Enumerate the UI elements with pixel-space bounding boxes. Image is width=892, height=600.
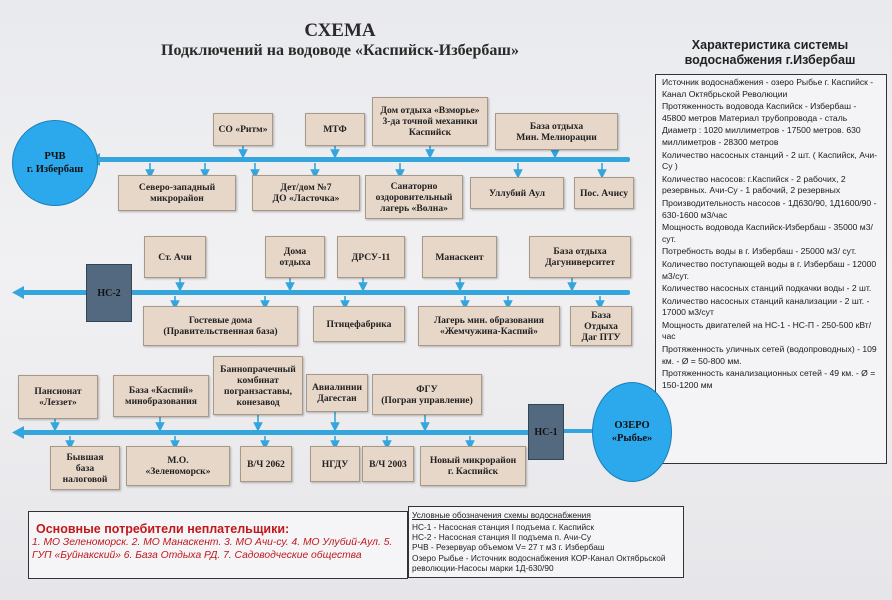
legend-list: НС-1 - Насосная станция I подъема г. Кас… bbox=[412, 522, 682, 573]
consumer-box: СО «Ритм» bbox=[213, 113, 273, 146]
characteristic-item: Производительность насосов - 1Д630/90, 1… bbox=[662, 197, 877, 220]
characteristic-item: Источник водоснабжения - озеро Рыбье г. … bbox=[662, 77, 874, 99]
debtors-list: 1. МО Зеленоморск. 2. МО Манаскент. 3. М… bbox=[32, 537, 393, 561]
consumer-box: База «Каспий» минобразования bbox=[113, 375, 209, 417]
legend-item: НС-2 - Насосная станция II подъема п. Ач… bbox=[412, 532, 591, 543]
diagram-subtitle: Подключений на водоводе «Каспийск-Изберб… bbox=[161, 42, 519, 59]
characteristic-item: Количество насосных станций подкачки вод… bbox=[662, 283, 872, 294]
characteristic-item: Потребность воды в г. Избербаш - 25000 м… bbox=[662, 246, 857, 257]
consumer-box: Лагерь мин. образования «Жемчужина-Каспи… bbox=[418, 306, 560, 346]
legend-item: Озеро Рыбье - Источник водоснабжения КОР… bbox=[412, 552, 666, 573]
legend-title: Условные обозначения схемы водоснабжения bbox=[412, 510, 591, 520]
consumer-box: Авиалинии Дагестан bbox=[306, 374, 368, 412]
consumer-box: Пос. Ачису bbox=[574, 177, 634, 209]
characteristic-item: Протяженность уличных сетей (водопроводн… bbox=[662, 344, 877, 366]
consumer-box: Уллубий Аул bbox=[470, 177, 564, 209]
characteristic-item: Протяженность водовода Каспийск - Изберб… bbox=[662, 101, 857, 123]
consumer-box: Манаскент bbox=[422, 236, 497, 278]
diagram-title: СХЕМА bbox=[304, 20, 376, 41]
consumer-box: ДРСУ-11 bbox=[337, 236, 405, 278]
legend-item: РЧВ - Резервуар объемом V= 27 т м3 г. Из… bbox=[412, 542, 605, 553]
characteristic-item: Количество насосных станций канализации … bbox=[662, 295, 870, 318]
consumer-box: Дом отдыха «Взморье» 3-да точной механик… bbox=[372, 97, 488, 146]
pipe-arrowhead bbox=[12, 286, 24, 299]
consumer-box: Гостевые дома (Правительственная база) bbox=[143, 306, 298, 346]
legend-panel bbox=[408, 506, 684, 578]
consumer-box: Санаторно оздоровительный лагерь «Волна» bbox=[365, 175, 463, 219]
pipe-arrowhead bbox=[12, 426, 24, 439]
characteristics-title: Характеристика системы водоснабжения г.И… bbox=[684, 38, 856, 67]
pipeline-row-2 bbox=[18, 290, 630, 295]
pump-station-ns2: НС-2 bbox=[86, 264, 132, 322]
rchv-reservoir-node: РЧВ г. Избербаш bbox=[12, 120, 98, 206]
consumer-box: База Отдыха Даг ПТУ bbox=[570, 306, 632, 346]
consumer-box: Ст. Ачи bbox=[144, 236, 206, 278]
consumer-box: НГДУ bbox=[310, 446, 360, 482]
consumer-box: Птицефабрика bbox=[313, 306, 405, 342]
consumer-box: Дет/дом №7 ДО «Ласточка» bbox=[252, 175, 360, 211]
consumer-box: База отдыха Дагуниверситет bbox=[529, 236, 631, 278]
characteristics-panel: Источник водоснабжения - озеро Рыбье г. … bbox=[655, 74, 887, 464]
consumer-box: ФГУ (Погран управление) bbox=[372, 374, 482, 415]
consumer-box: В/Ч 2062 bbox=[240, 446, 292, 482]
characteristic-item: Диаметр : 1020 миллиметров - 17500 метро… bbox=[662, 125, 861, 147]
pump-station-ns1: НС-1 bbox=[528, 404, 564, 460]
consumer-box: Северо-западный микрорайон bbox=[118, 175, 236, 211]
characteristic-item: Количество насосов: г.Каспийск - 2 рабоч… bbox=[662, 173, 846, 196]
legend-item: НС-1 - Насосная станция I подъема г. Кас… bbox=[412, 522, 594, 532]
consumer-box: Бывшая база налоговой bbox=[50, 446, 120, 490]
consumer-box: Дома отдыха bbox=[265, 236, 325, 278]
characteristic-item: Мощность двигателей на НС-1 - НС-П - 250… bbox=[662, 319, 872, 342]
consumer-box: Новый микрорайон г. Каспийск bbox=[420, 446, 526, 486]
consumer-box: В/Ч 2003 bbox=[362, 446, 414, 482]
characteristic-item: Количество насосных станций - 2 шт. ( Ка… bbox=[662, 149, 878, 172]
debtors-panel bbox=[28, 511, 408, 579]
consumer-box: Пансионат «Леззет» bbox=[18, 375, 98, 419]
consumer-box: База отдыха Мин. Мелиорации bbox=[495, 113, 618, 150]
characteristic-item: Протяженность канализационных сетей - 49… bbox=[662, 368, 876, 390]
lake-ozero-node: ОЗЕРО «Рыбье» bbox=[592, 382, 672, 482]
consumer-box: МТФ bbox=[305, 113, 365, 146]
pipeline-row-1 bbox=[92, 157, 630, 162]
consumer-box: М.О. «Зеленоморск» bbox=[126, 446, 230, 486]
characteristic-item: Количество поступающей воды в г. Изберба… bbox=[662, 258, 877, 281]
debtors-title: Основные потребители неплательщики: bbox=[36, 522, 290, 536]
pipeline-row-3 bbox=[18, 430, 530, 435]
characteristic-item: Мощность водовода Каспийск-Избербаш - 35… bbox=[662, 222, 873, 244]
consumer-box: Баннопрачечный комбинат погранзаставы, к… bbox=[213, 356, 303, 415]
